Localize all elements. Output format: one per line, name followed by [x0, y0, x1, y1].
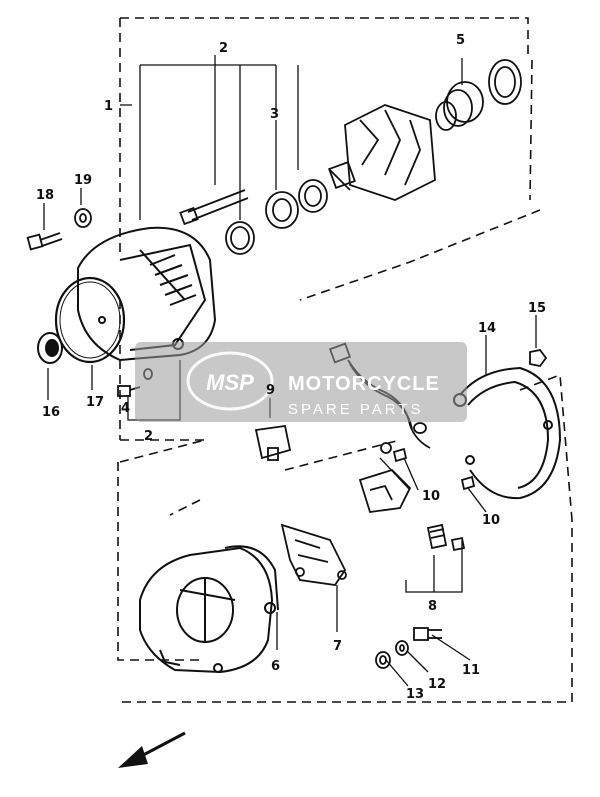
- callout-19: 19: [74, 173, 92, 188]
- brush-assembly-8: [358, 442, 466, 552]
- o-ring: [54, 276, 126, 364]
- callout-9: 9: [266, 383, 275, 398]
- front-housing: [77, 226, 217, 362]
- watermark-subtitle: SPARE PARTS: [288, 401, 424, 418]
- rear-cover-14: [453, 366, 562, 500]
- callout-12: 12: [428, 677, 446, 692]
- callout-2-bottom: 2: [144, 429, 153, 444]
- bearing-and-seal: [225, 191, 299, 255]
- watermark-logo-ring: [186, 351, 274, 411]
- callout-13: 13: [406, 687, 424, 702]
- callout-4: 4: [121, 401, 130, 416]
- callout-10-b: 10: [482, 513, 500, 528]
- callout-18: 18: [36, 188, 54, 203]
- washer-12: [395, 640, 409, 656]
- nut-15: [529, 349, 548, 367]
- callout-16: 16: [42, 405, 60, 420]
- leader-lines: [43, 55, 537, 687]
- watermark: MSP MOTORCYCLE SPARE PARTS: [135, 342, 467, 422]
- callout-17: 17: [86, 395, 104, 410]
- watermark-band: [135, 342, 467, 422]
- callout-6: 6: [271, 659, 280, 674]
- watermark-logo-text: MSP: [206, 370, 254, 395]
- rectifier-7: [280, 523, 347, 586]
- callout-7: 7: [333, 639, 342, 654]
- brush-holder-9: [254, 424, 292, 461]
- through-bolt: [179, 189, 249, 226]
- callout-14: 14: [478, 321, 496, 336]
- o-ring-inner: [59, 281, 121, 359]
- callout-10-a: 10: [422, 489, 440, 504]
- callout-labels: 1 2 3 5 19 18 16 17 4 2 9 15 14 10 10 10…: [36, 33, 546, 702]
- washer-19: [74, 208, 92, 228]
- nut-13: [375, 651, 391, 669]
- assembly-boundary: [117, 17, 573, 703]
- callout-5: 5: [456, 33, 465, 48]
- bolt-18: [26, 232, 63, 251]
- callout-3: 3: [270, 107, 279, 122]
- rotor-assembly: [298, 59, 522, 213]
- watermark-title: MOTORCYCLE: [288, 373, 440, 395]
- direction-arrow: [118, 731, 186, 768]
- callout-2-top: 2: [219, 41, 228, 56]
- screws-10: [392, 447, 476, 491]
- stator-housing-6: [139, 545, 279, 674]
- callout-11: 11: [462, 663, 480, 678]
- oil-seal: [37, 332, 63, 364]
- callout-15: 15: [528, 301, 546, 316]
- callout-8: 8: [428, 599, 437, 614]
- callout-1: 1: [104, 99, 113, 114]
- bolt-11: [413, 627, 442, 641]
